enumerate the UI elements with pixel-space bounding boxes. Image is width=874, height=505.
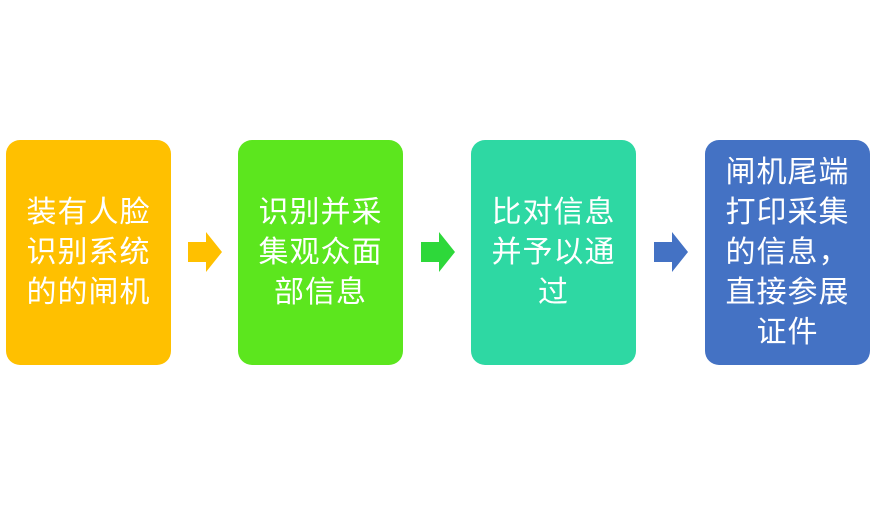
step-box-print-pass: 闸机尾端 打印采集 的信息， 直接参展 证件 [705, 140, 870, 365]
arrow-shape [654, 232, 688, 272]
arrow-shape [188, 232, 222, 272]
arrow-shape [421, 232, 455, 272]
arrow-right-icon [188, 232, 222, 272]
arrow-right-icon [421, 232, 455, 272]
step-label: 比对信息 并予以通 过 [491, 194, 616, 310]
arrow-right-icon [654, 232, 688, 272]
step-label: 闸机尾端 打印采集 的信息， 直接参展 证件 [725, 154, 850, 350]
step-box-install-gate: 装有人脸 识别系统 的的闸机 [6, 140, 171, 365]
step-box-verify-pass: 比对信息 并予以通 过 [471, 140, 636, 365]
step-label: 装有人脸 识别系统 的的闸机 [26, 194, 151, 310]
step-label: 识别并采 集观众面 部信息 [258, 194, 383, 310]
step-box-capture-face: 识别并采 集观众面 部信息 [238, 140, 403, 365]
